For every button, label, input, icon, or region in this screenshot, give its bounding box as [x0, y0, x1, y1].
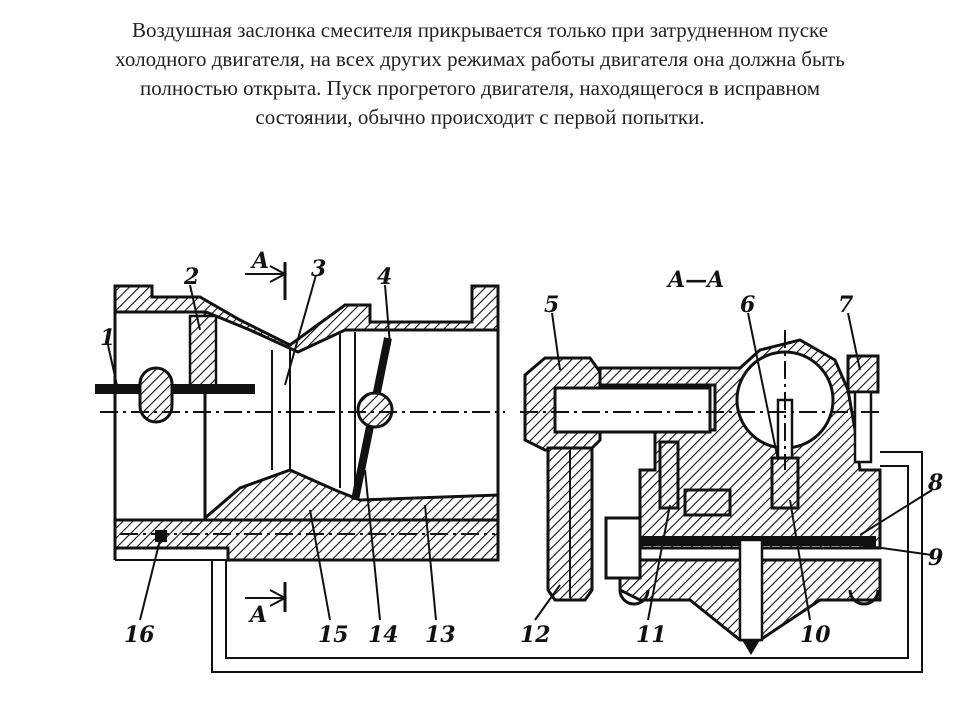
mixer-longitudinal-view [95, 262, 505, 612]
label-part-16: 16 [124, 622, 155, 648]
label-part-13: 13 [425, 622, 456, 648]
section-arrow-top [245, 265, 288, 283]
section-aa-view [520, 330, 882, 655]
label-section-aa: A—A [666, 267, 724, 293]
caption-line-2: холодного двигателя, на всех других режи… [115, 47, 845, 71]
caption-line-3: полностью открыта. Пуск прогретого двига… [139, 76, 821, 100]
label-part-14: 14 [368, 622, 399, 648]
label-part-10: 10 [800, 622, 831, 648]
regulator-body [598, 338, 882, 550]
label-part-5: 5 [544, 292, 559, 318]
connecting-pipe [211, 451, 923, 673]
label-section-arrow-bottom: A [248, 602, 267, 628]
leader-lines [107, 274, 933, 621]
caption-line-4: состоянии, обычно происходит с первой по… [255, 105, 705, 129]
label-part-3: 3 [311, 256, 326, 282]
mixer-top-wall [113, 284, 500, 354]
label-part-4: 4 [377, 264, 392, 290]
damper-axle [356, 391, 394, 429]
label-part-2: 2 [183, 264, 199, 290]
bolt-5-shaft [553, 386, 712, 434]
left-damper-hub [138, 366, 174, 424]
label-section-arrow-top: A [250, 248, 269, 274]
axle-rod [95, 384, 255, 394]
venturi-bottom-block [203, 468, 500, 522]
label-part-6: 6 [740, 292, 755, 318]
label-part-7: 7 [838, 292, 854, 318]
fitting-2 [188, 314, 218, 390]
label-part-11: 11 [636, 622, 667, 648]
label-part-1: 1 [100, 325, 115, 351]
label-part-9: 9 [928, 545, 943, 571]
section-arrow-bottom [245, 589, 288, 607]
caption-line-1: Воздушная заслонка смесителя прикрываетс… [131, 18, 829, 42]
label-part-15: 15 [318, 622, 349, 648]
mixer-bottom-wall [113, 518, 500, 562]
caption-text: Воздушная заслонка смесителя прикрываетс… [20, 16, 940, 132]
part-labels: A A A—A 1 2 3 4 5 6 7 8 9 10 11 12 13 14… [100, 248, 943, 648]
label-part-12: 12 [520, 622, 551, 648]
label-part-8: 8 [927, 470, 943, 496]
valve-11-seat [683, 488, 732, 517]
screw-7-head [846, 354, 880, 394]
